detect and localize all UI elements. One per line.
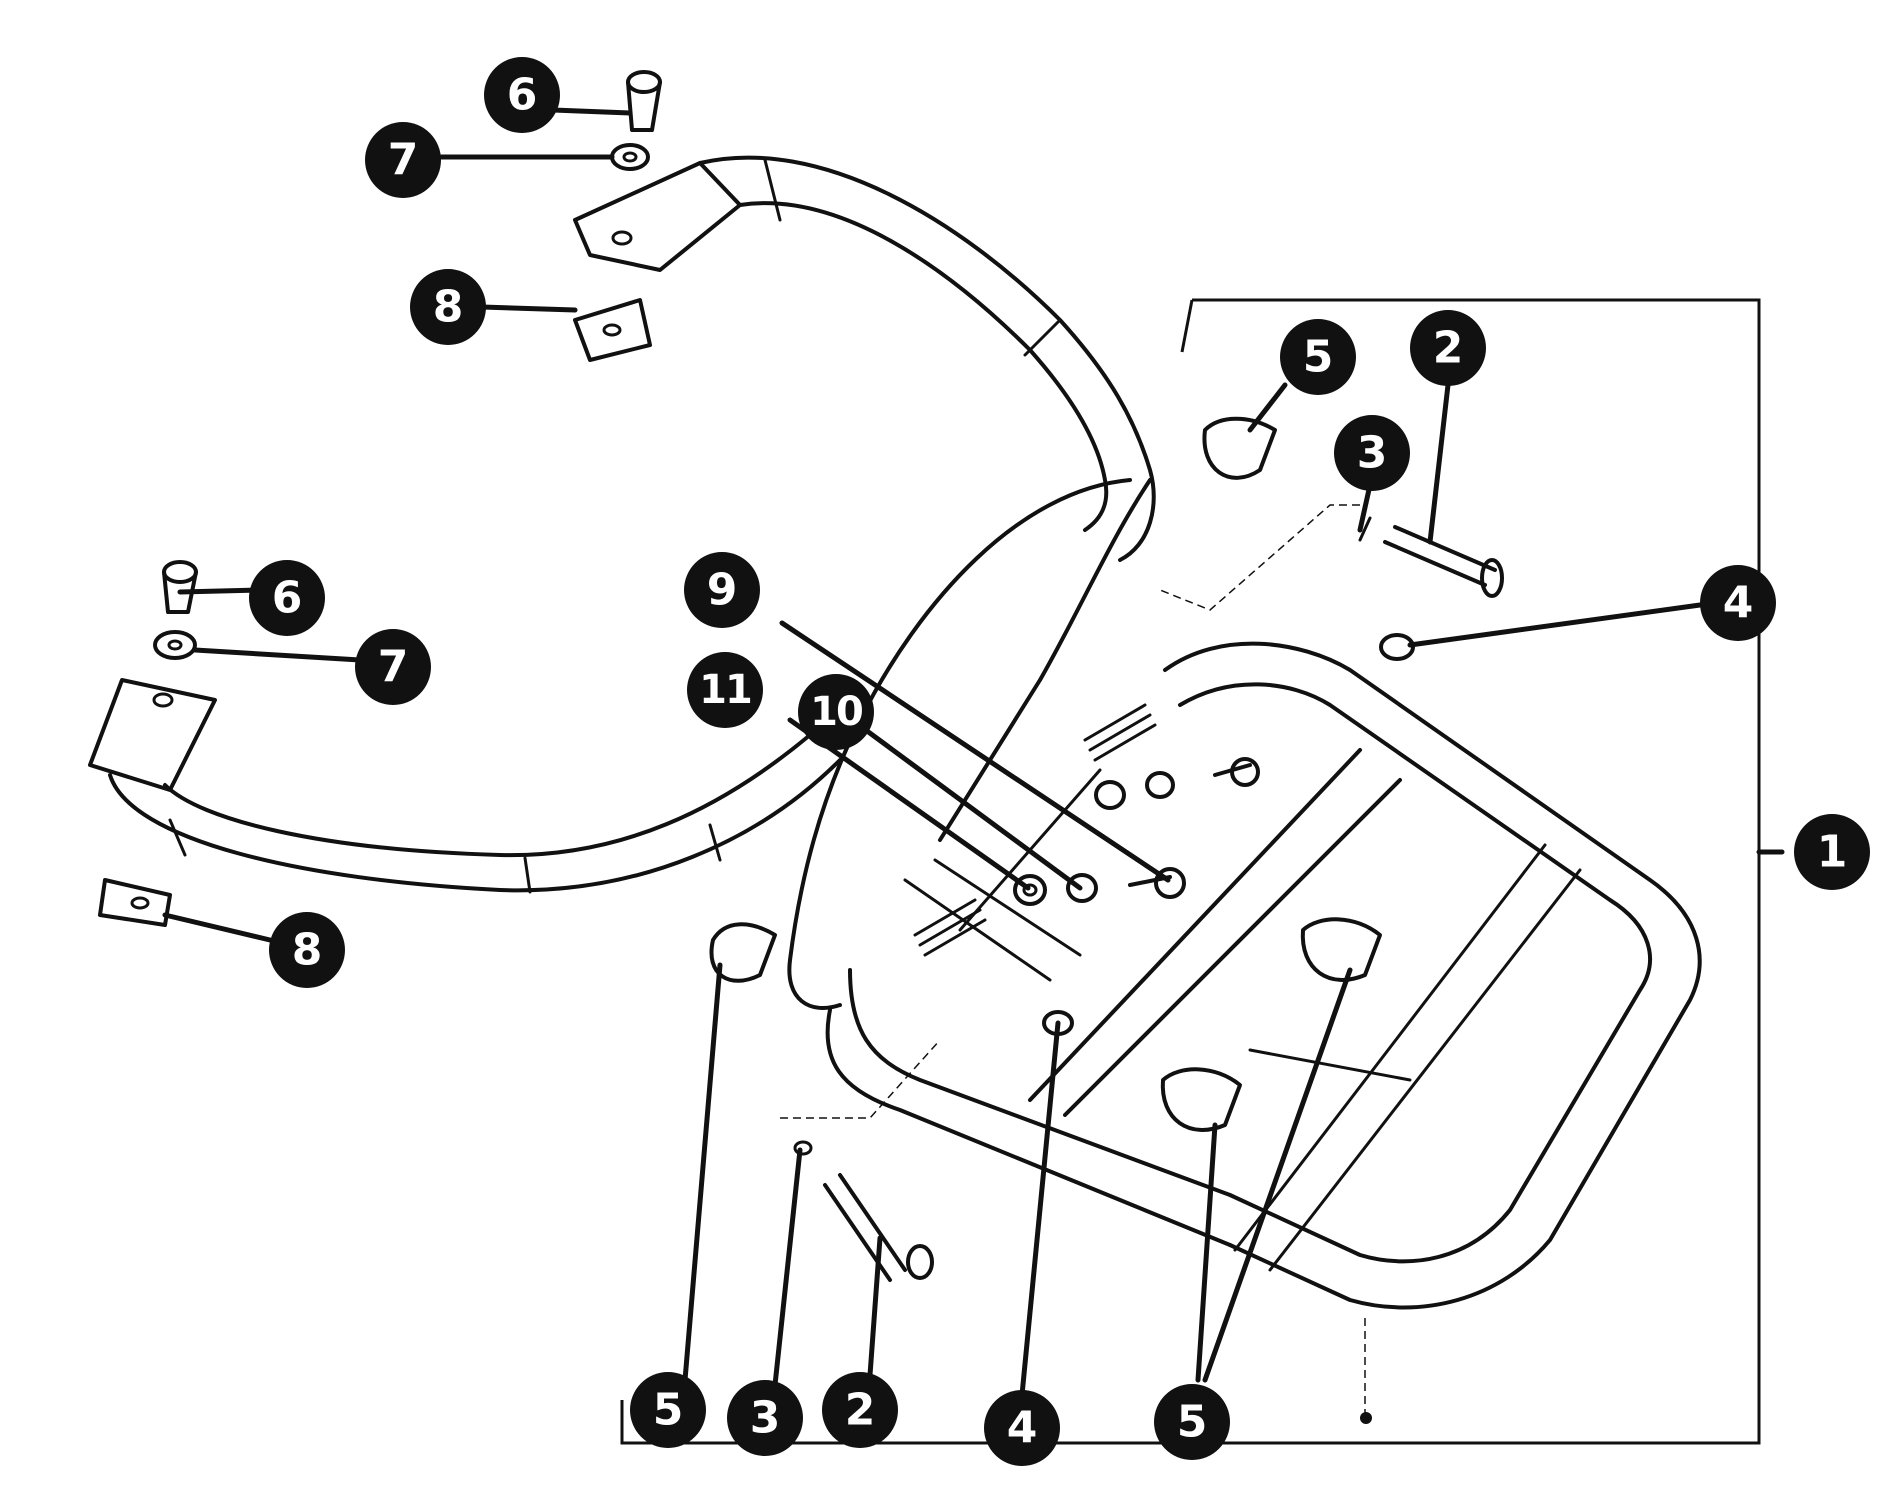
sleeve-part-5-top bbox=[1202, 416, 1277, 480]
carrier-frame bbox=[787, 478, 1702, 1310]
callout-10: 10 bbox=[798, 674, 874, 750]
svg-text:9: 9 bbox=[707, 565, 738, 616]
svg-text:7: 7 bbox=[378, 642, 409, 693]
callout-4-bottom: 4 bbox=[984, 1390, 1060, 1466]
svg-text:6: 6 bbox=[272, 573, 303, 624]
callout-6-left: 6 bbox=[249, 560, 325, 636]
callout-6-top: 6 bbox=[484, 57, 560, 133]
svg-text:5: 5 bbox=[1177, 1397, 1208, 1448]
callout-8-left: 8 bbox=[269, 912, 345, 988]
svg-text:1: 1 bbox=[1817, 827, 1848, 878]
callout-11: 11 bbox=[687, 652, 763, 728]
svg-text:10: 10 bbox=[810, 689, 862, 735]
pin-part-2-top bbox=[1383, 525, 1504, 598]
washer-part-7-top bbox=[610, 143, 650, 171]
svg-text:2: 2 bbox=[1433, 323, 1464, 374]
svg-text:11: 11 bbox=[699, 667, 751, 713]
washer-part-11 bbox=[1013, 780, 1126, 906]
callout-8-top: 8 bbox=[410, 269, 486, 345]
callout-5-bottom-right: 5 bbox=[1154, 1384, 1230, 1460]
callout-7-left: 7 bbox=[355, 629, 431, 705]
callout-5-bottom-left: 5 bbox=[630, 1372, 706, 1448]
callout-9: 9 bbox=[684, 552, 760, 628]
svg-text:5: 5 bbox=[653, 1385, 684, 1436]
callout-5-top: 5 bbox=[1280, 319, 1356, 395]
lower-handle-tube bbox=[88, 678, 842, 894]
bolt-part-6-top bbox=[626, 70, 662, 132]
callout-2-top: 2 bbox=[1410, 310, 1486, 386]
bolt-part-6-left bbox=[162, 560, 198, 614]
assembly-bracket bbox=[620, 298, 1761, 1445]
svg-text:7: 7 bbox=[388, 135, 419, 186]
callout-4-right: 4 bbox=[1700, 565, 1776, 641]
cotter-pin-part-3-top bbox=[1358, 516, 1372, 542]
sleeve-part-5-right-a bbox=[1300, 917, 1382, 982]
callout-1: 1 bbox=[1794, 814, 1870, 890]
svg-text:4: 4 bbox=[1723, 578, 1754, 629]
svg-text:3: 3 bbox=[1357, 428, 1388, 479]
sleeve-part-5-right-b bbox=[1160, 1067, 1242, 1132]
callout-7-top: 7 bbox=[365, 122, 441, 198]
svg-text:2: 2 bbox=[845, 1385, 876, 1436]
nut-clip-part-8-top bbox=[573, 298, 652, 362]
sleeve-part-5-left bbox=[709, 922, 777, 983]
svg-text:4: 4 bbox=[1007, 1403, 1038, 1454]
callout-2-bottom: 2 bbox=[822, 1372, 898, 1448]
svg-text:6: 6 bbox=[507, 70, 538, 121]
leader-lines bbox=[162, 107, 1785, 1398]
washer-part-7-left bbox=[153, 630, 197, 660]
cap-part-4-right bbox=[1379, 633, 1415, 661]
svg-text:8: 8 bbox=[292, 925, 323, 976]
upper-handle-tube bbox=[573, 155, 1156, 562]
callout-3-top: 3 bbox=[1334, 415, 1410, 491]
svg-text:3: 3 bbox=[750, 1393, 781, 1444]
svg-text:5: 5 bbox=[1303, 332, 1334, 383]
callout-3-bottom: 3 bbox=[727, 1380, 803, 1456]
washer-part-10 bbox=[1066, 771, 1175, 903]
svg-text:8: 8 bbox=[433, 282, 464, 333]
nut-clip-part-8-left bbox=[98, 878, 172, 927]
cotter-pin-part-3-bottom bbox=[793, 1140, 813, 1156]
